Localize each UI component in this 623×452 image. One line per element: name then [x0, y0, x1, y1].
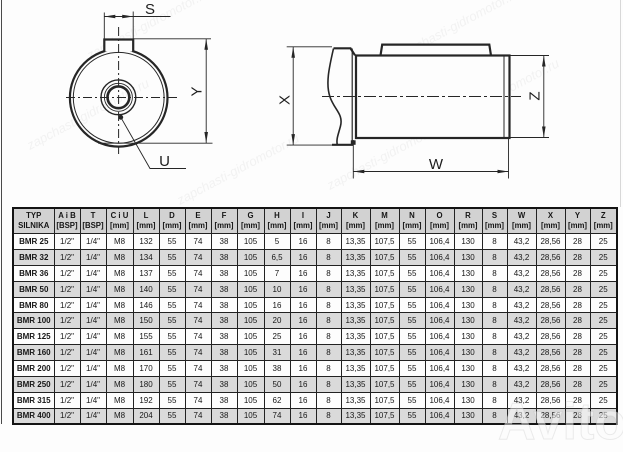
- svg-text:S: S: [145, 1, 155, 18]
- svg-text:Y: Y: [189, 86, 206, 96]
- svg-text:Z: Z: [527, 91, 544, 100]
- svg-text:zapchasti-gidromotor.ru: zapchasti-gidromotor.ru: [173, 131, 301, 207]
- svg-text:U: U: [159, 153, 170, 170]
- svg-text:W: W: [429, 156, 444, 173]
- svg-text:X: X: [277, 95, 294, 105]
